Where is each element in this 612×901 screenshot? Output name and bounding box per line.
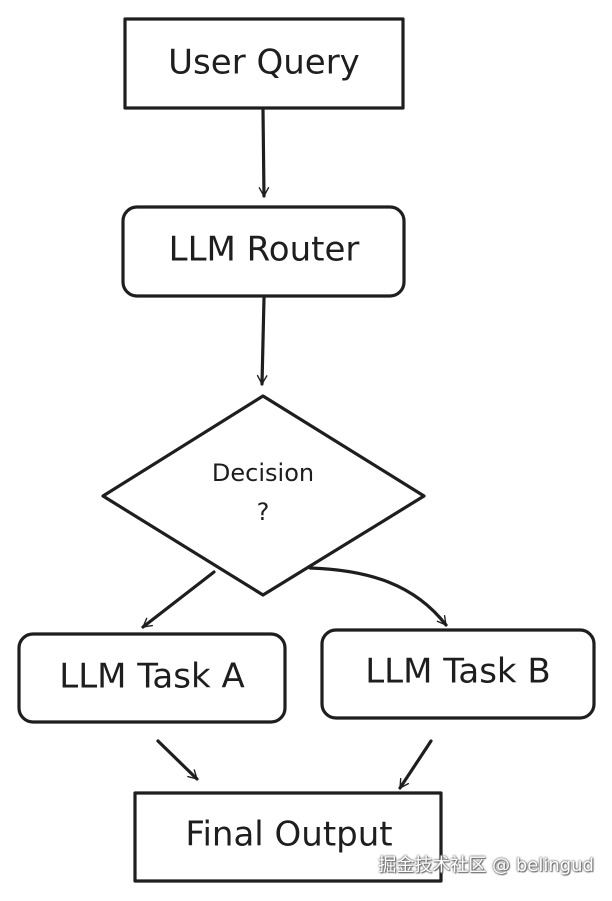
node-decision: Decision ? [101, 394, 426, 597]
node-final-output: Final Output [133, 791, 443, 883]
edges [141, 108, 448, 790]
node-llm-task-a-box [17, 632, 287, 724]
node-llm-router-label: LLM Router [169, 230, 360, 270]
node-llm-task-a: LLM Task A [17, 632, 287, 724]
edge-task-a-to-output [156, 739, 199, 781]
edge-user-query-to-router [258, 108, 270, 198]
node-user-query-box [123, 17, 405, 110]
node-final-output-box [133, 791, 443, 883]
edge-router-to-decision [256, 296, 268, 386]
edge-task-b-to-output [398, 739, 433, 790]
node-llm-router: LLM Router [121, 205, 406, 298]
node-llm-router-box [121, 205, 406, 298]
node-llm-task-b-box [320, 628, 596, 720]
node-user-query: User Query [123, 17, 405, 110]
watermark: 掘金技术社区 @ belingud [378, 855, 594, 876]
edge-decision-to-task-b [308, 566, 448, 627]
node-user-query-label: User Query [168, 43, 360, 83]
node-decision-question-mark: ? [257, 498, 270, 526]
node-decision-label: Decision [212, 459, 314, 487]
edge-decision-to-task-a [141, 570, 216, 629]
node-decision-diamond [101, 394, 426, 597]
node-llm-task-b-label: LLM Task B [365, 652, 551, 692]
node-llm-task-a-label: LLM Task A [59, 657, 244, 697]
node-final-output-label: Final Output [185, 815, 392, 855]
node-llm-task-b: LLM Task B [320, 628, 596, 720]
